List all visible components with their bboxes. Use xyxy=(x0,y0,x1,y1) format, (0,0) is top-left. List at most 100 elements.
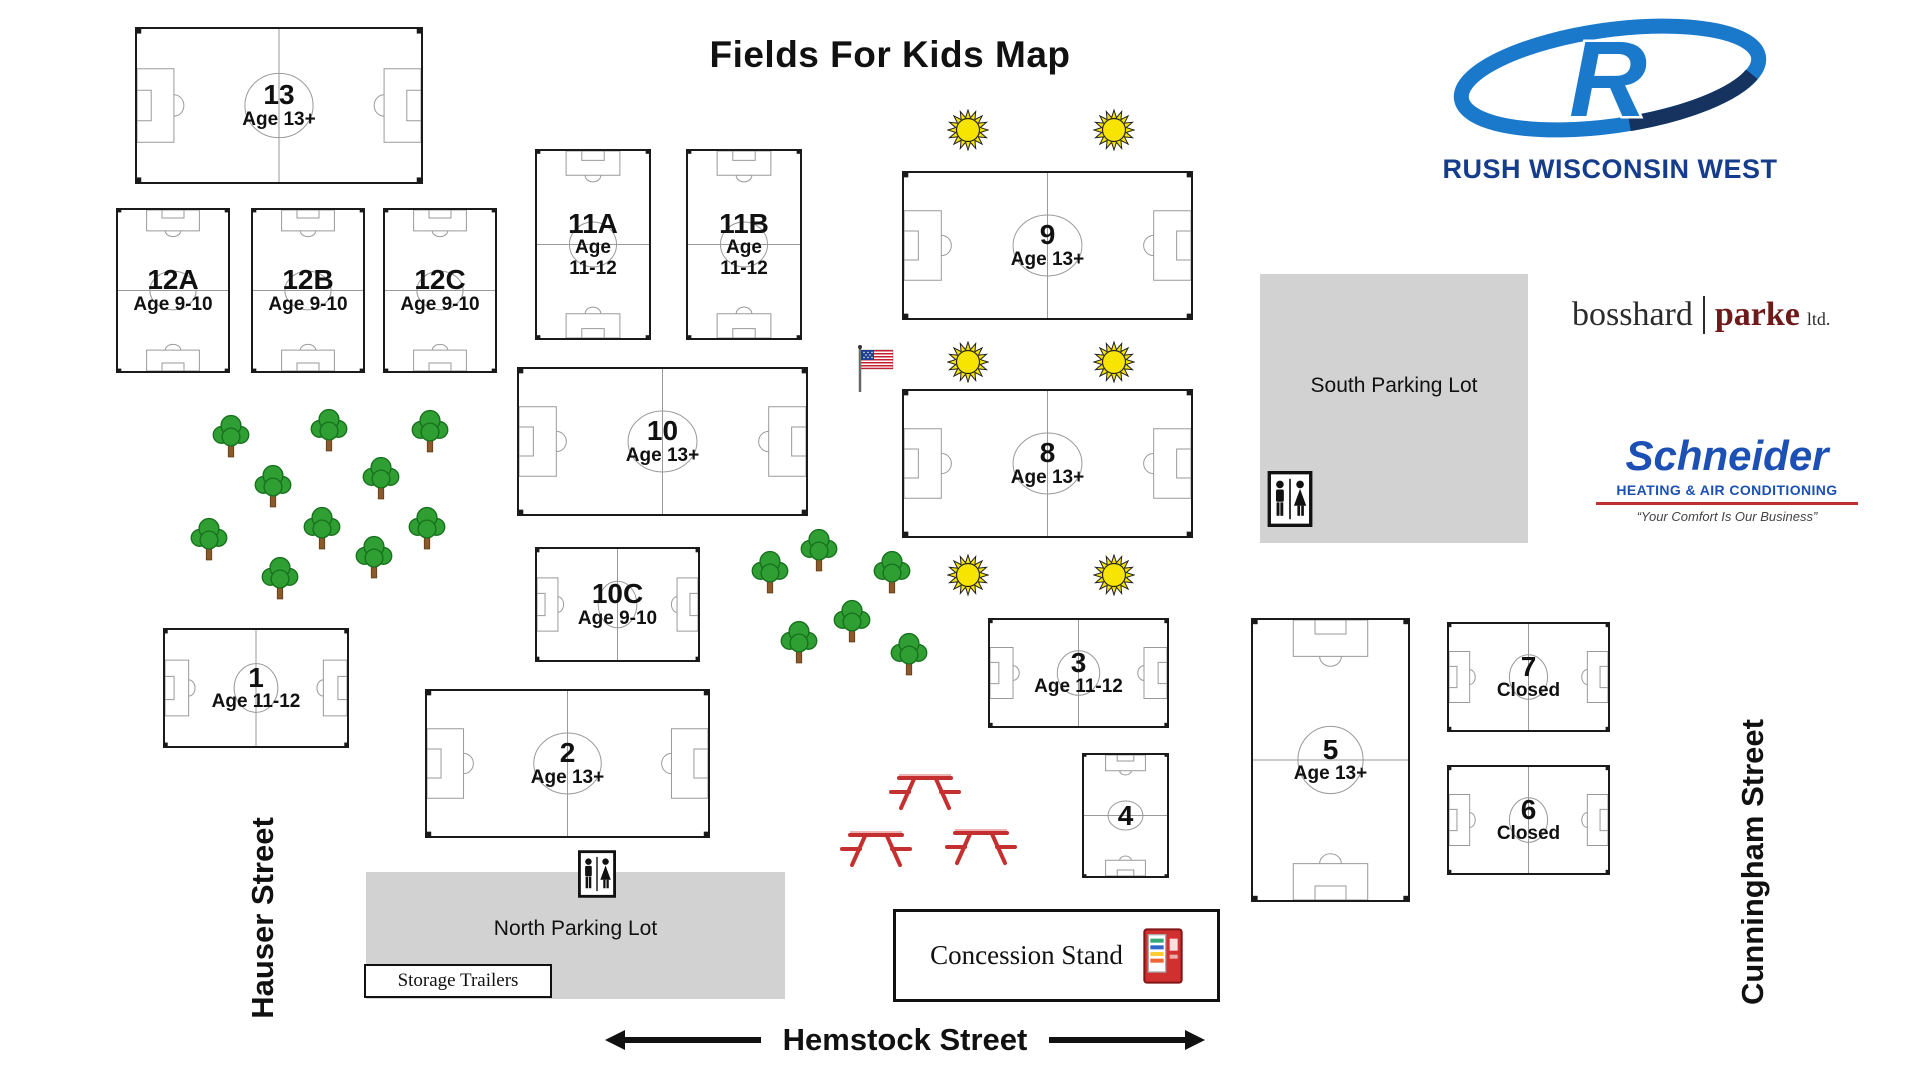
us-flag-icon xyxy=(853,343,899,395)
field-age: Age 9-10 xyxy=(400,293,480,315)
hemstock-street-label: Hemstock Street xyxy=(782,1022,1028,1057)
arrow-left-icon xyxy=(603,1029,763,1051)
tree-icon xyxy=(888,631,930,679)
tree-icon xyxy=(871,549,913,597)
rush-logo-text: RUSH WISCONSIN WEST xyxy=(1442,154,1778,184)
south-parking-lot-label: South Parking Lot xyxy=(1310,374,1478,397)
sponsor-bosshard-parke: bosshard parke ltd. xyxy=(1572,296,1830,334)
field-number: 1 xyxy=(248,661,264,693)
sponsor-schneider: Schneider HEATING & AIR CONDITIONING “Yo… xyxy=(1584,432,1870,525)
picnic-table-icon xyxy=(889,768,961,812)
field-age: Closed xyxy=(1496,823,1561,845)
sponsor-parke-text: parke xyxy=(1714,296,1800,333)
picnic-table-icon xyxy=(945,823,1017,867)
pitch-markings xyxy=(904,391,1191,536)
vending-machine-icon xyxy=(1143,927,1183,985)
rush-swoosh-icon: R xyxy=(1425,12,1795,152)
schneider-subtitle: HEATING & AIR CONDITIONING xyxy=(1616,482,1838,499)
hauser-street-label: Hauser Street xyxy=(245,817,280,1019)
schneider-red-rule xyxy=(1596,502,1858,506)
pitch-markings xyxy=(688,151,800,338)
sun-icon xyxy=(1093,341,1135,383)
pitch-markings xyxy=(427,691,708,836)
tree-icon xyxy=(360,455,402,503)
field-age: Closed xyxy=(1496,680,1561,702)
concession-stand: Concession Stand xyxy=(893,909,1220,1002)
tree-icon xyxy=(259,555,301,603)
pitch-markings xyxy=(1449,624,1608,730)
field-age: Age 13+ xyxy=(530,766,605,788)
tree-icon xyxy=(831,598,873,646)
restroom-icon xyxy=(578,850,616,898)
field-age: Age 11-12 xyxy=(211,691,301,713)
sun-icon xyxy=(947,341,989,383)
field-number: 11B xyxy=(719,207,769,239)
storage-trailers-label: Storage Trailers xyxy=(397,970,519,991)
tree-icon xyxy=(301,505,343,553)
tree-icon xyxy=(749,549,791,597)
sponsor-divider-bar xyxy=(1702,296,1705,334)
field-number: 12B xyxy=(282,264,334,296)
field-number: 12A xyxy=(147,264,199,296)
field-number: 5 xyxy=(1322,733,1339,765)
field-number: 3 xyxy=(1070,646,1087,678)
field-age: Age 13+ xyxy=(1010,248,1085,270)
field-number: 2 xyxy=(559,737,576,769)
tree-icon xyxy=(409,408,451,456)
field-age: Age 9-10 xyxy=(133,293,213,315)
field-number: 11A xyxy=(568,207,618,239)
field-number: 10C xyxy=(591,578,644,610)
pitch-markings xyxy=(537,151,649,338)
page-title: Fields For Kids Map xyxy=(709,34,1071,75)
tree-icon xyxy=(188,516,230,564)
field-number: 8 xyxy=(1039,437,1056,469)
hemstock-street: Hemstock Street xyxy=(555,1022,1255,1058)
rush-logo: R RUSH WISCONSIN WEST xyxy=(1425,12,1795,185)
tree-icon xyxy=(798,527,840,575)
field-age: Age 11-12 xyxy=(569,237,617,280)
schneider-name: Schneider xyxy=(1625,432,1829,479)
concession-stand-label: Concession Stand xyxy=(930,940,1123,970)
tree-icon xyxy=(353,534,395,582)
field-age: Age 11-12 xyxy=(720,237,768,280)
field-number: 13 xyxy=(263,79,295,111)
field-number: 9 xyxy=(1039,219,1056,251)
tree-icon xyxy=(210,413,252,461)
sun-icon xyxy=(947,109,989,151)
sponsor-bosshard-text: bosshard xyxy=(1572,296,1693,333)
sun-icon xyxy=(947,554,989,596)
field-number: 12C xyxy=(414,264,466,296)
field-number: 10 xyxy=(646,415,679,447)
pitch-markings xyxy=(385,210,495,371)
pitch-markings xyxy=(253,210,363,371)
field-age: Age 11-12 xyxy=(1034,676,1123,698)
svg-text:R: R xyxy=(1569,18,1647,139)
pitch-markings xyxy=(904,173,1191,318)
sun-icon xyxy=(1093,109,1135,151)
tree-icon xyxy=(778,619,820,667)
pitch-markings xyxy=(519,369,806,514)
field-number: 4 xyxy=(1117,799,1134,831)
field-number: 7 xyxy=(1520,650,1537,682)
tree-icon xyxy=(308,407,350,455)
field-age: Age 13+ xyxy=(1010,466,1085,488)
schneider-tagline: “Your Comfort Is Our Business” xyxy=(1636,509,1818,525)
cunningham-street-label: Cunningham Street xyxy=(1735,719,1770,1005)
pitch-markings xyxy=(118,210,228,371)
field-age: Age 13+ xyxy=(242,108,316,130)
tree-icon xyxy=(252,463,294,511)
field-number: 6 xyxy=(1520,793,1537,825)
